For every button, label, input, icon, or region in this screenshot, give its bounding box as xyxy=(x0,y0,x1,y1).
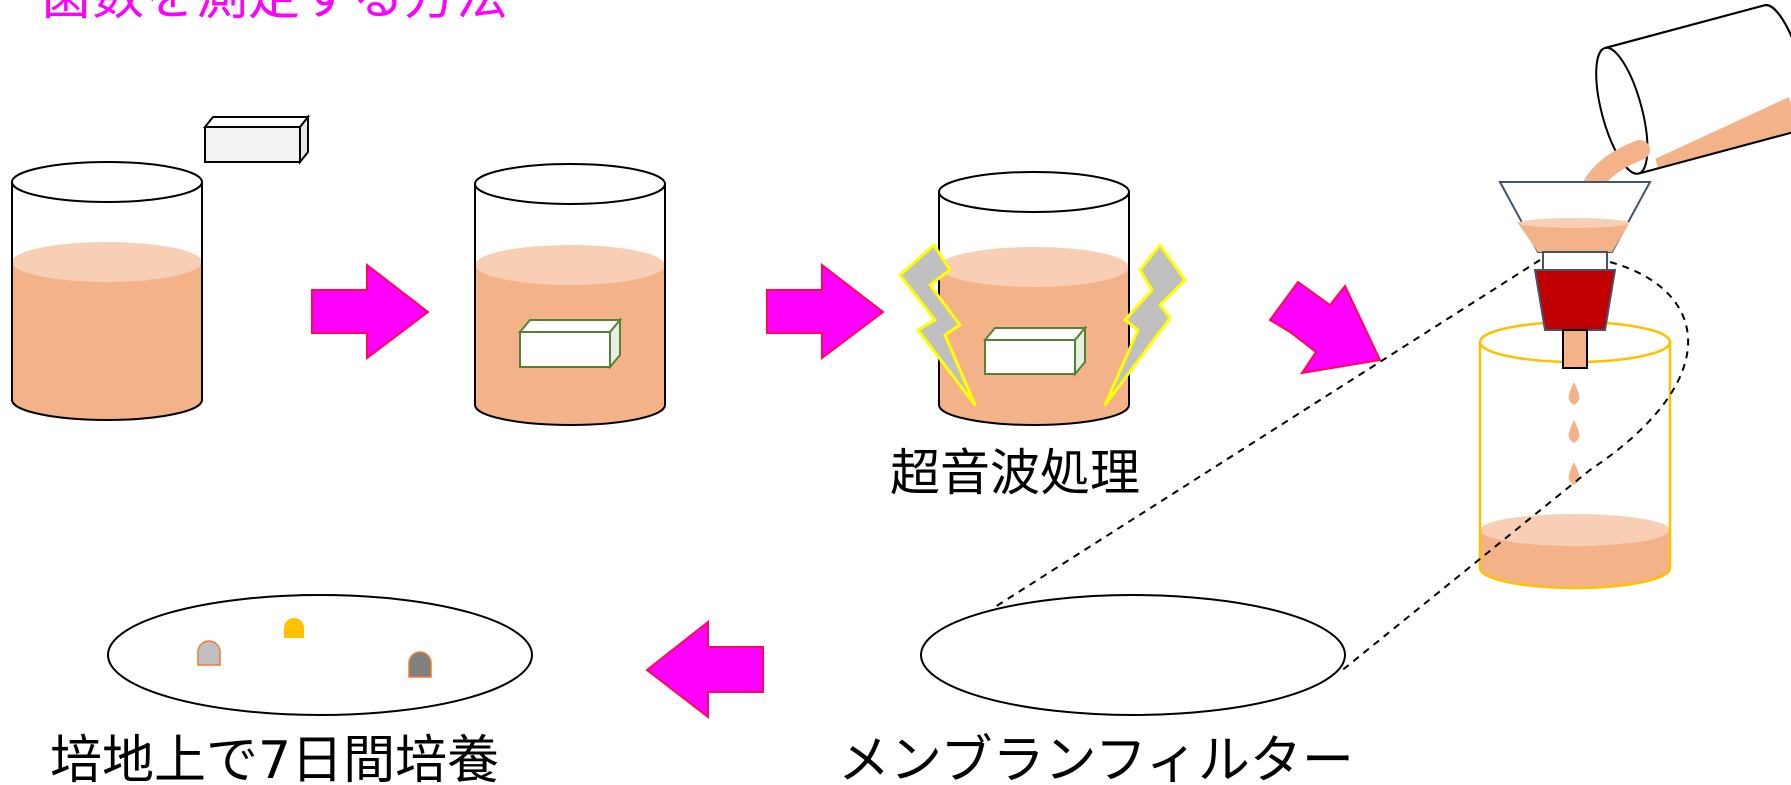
beaker-1-body xyxy=(11,182,203,421)
arrow-right-1 xyxy=(311,262,430,361)
beaker-3-body xyxy=(938,192,1130,426)
beaker-3-sample-block xyxy=(982,325,1088,377)
label-membrane-filter: メンブランフィルター xyxy=(838,731,1354,785)
colony-yellow-icon xyxy=(284,618,304,638)
culture-plate xyxy=(107,594,533,716)
beaker-2-liquid-surface xyxy=(475,245,665,285)
label-sonication: 超音波処理 xyxy=(890,444,1140,502)
arrow-left-4 xyxy=(645,619,764,720)
filter-outlet xyxy=(1562,329,1588,369)
colony-light-gray-icon xyxy=(197,640,221,666)
beaker-1 xyxy=(11,161,203,421)
arrow-diagonal-3 xyxy=(1268,280,1382,375)
beaker-2 xyxy=(474,163,666,426)
label-incubation: 培地上で7日間培養 xyxy=(50,731,499,785)
filter-holder xyxy=(1533,269,1617,331)
droplet-icon xyxy=(1568,382,1580,405)
sample-block-top xyxy=(202,116,311,128)
membrane-filter-disk xyxy=(920,594,1346,716)
beaker-3-liquid-surface xyxy=(939,247,1129,287)
beaker-2-rim xyxy=(474,163,666,205)
callout-line-lower xyxy=(1339,261,1689,673)
sample-block-front xyxy=(204,126,301,163)
ultrasound-lightning-right-icon xyxy=(1103,243,1187,407)
callout-line-upper xyxy=(994,259,1541,608)
droplet-icon xyxy=(1568,420,1580,443)
beaker-3 xyxy=(938,171,1130,426)
beaker-2-body xyxy=(474,184,666,426)
droplet-icon xyxy=(1568,462,1580,485)
beaker-2-sample-block xyxy=(517,317,623,370)
arrow-right-2 xyxy=(766,262,885,361)
beaker-1-rim xyxy=(11,161,203,203)
beaker-1-liquid-surface xyxy=(12,242,202,282)
beaker-1-liquid xyxy=(12,260,202,420)
beaker-3-rim xyxy=(938,171,1130,213)
diagram-title: 菌数を測定する方法 xyxy=(40,0,508,27)
colony-gray-icon xyxy=(408,651,432,678)
sample-block xyxy=(202,114,311,165)
ultrasound-lightning-left-icon xyxy=(898,243,977,407)
filter-funnel xyxy=(1498,181,1652,271)
